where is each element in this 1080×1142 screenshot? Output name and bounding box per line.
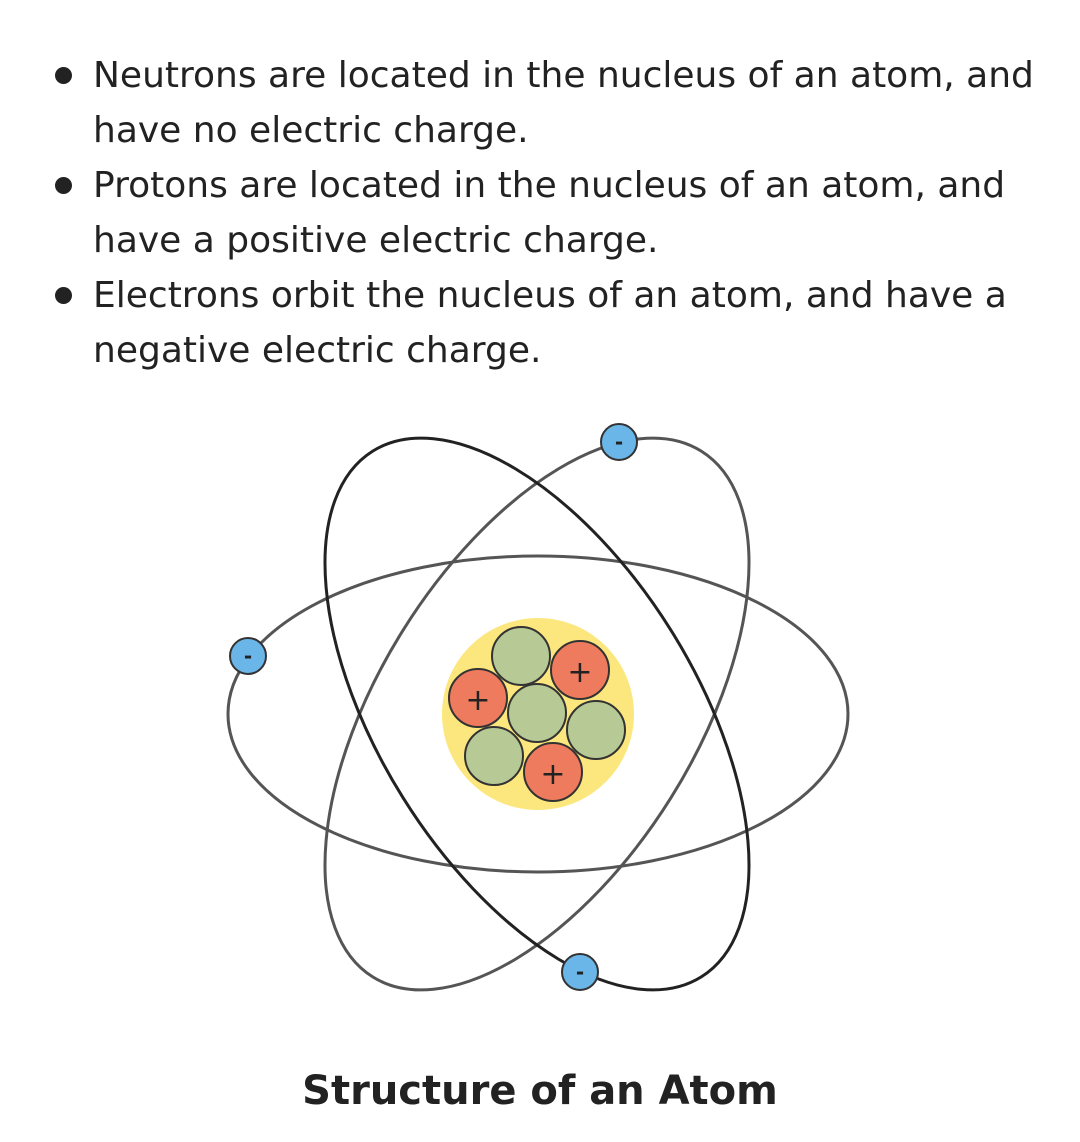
orbit-diagonal-right: [323, 436, 751, 992]
electron: [561, 953, 599, 991]
electron-minus-icon: -: [244, 644, 252, 668]
bullet-dot-icon: [55, 67, 72, 84]
neutron: [491, 626, 551, 686]
bullet-item-electrons: Electrons orbit the nucleus of an atom, …: [55, 268, 1053, 378]
electron-minus-icon: -: [615, 430, 623, 454]
proton-plus-icon: +: [540, 757, 565, 792]
diagram-caption: Structure of an Atom: [302, 1068, 778, 1114]
neutron: [566, 700, 626, 760]
electron: [229, 637, 267, 675]
bullet-item-neutrons: Neutrons are located in the nucleus of a…: [55, 48, 1053, 158]
proton: [523, 742, 583, 802]
proton: [550, 640, 610, 700]
orbit-horizontal: [226, 554, 850, 874]
bullet-text: Protons are located in the nucleus of an…: [93, 165, 1006, 261]
proton-plus-icon: +: [465, 683, 490, 718]
bullet-list: Neutrons are located in the nucleus of a…: [55, 48, 1053, 378]
proton-plus-icon: +: [567, 655, 592, 690]
neutron: [464, 726, 524, 786]
electron: [600, 423, 638, 461]
bullet-text: Electrons orbit the nucleus of an atom, …: [93, 275, 1007, 371]
atom-diagram: + + + - - -: [226, 423, 850, 992]
proton: [448, 668, 508, 728]
electron-minus-icon: -: [576, 960, 584, 984]
bullet-item-protons: Protons are located in the nucleus of an…: [55, 158, 1053, 268]
bullet-text: Neutrons are located in the nucleus of a…: [93, 55, 1034, 151]
neutron: [507, 683, 567, 743]
bullet-dot-icon: [55, 177, 72, 194]
bullet-dot-icon: [55, 287, 72, 304]
orbit-diagonal-left: [323, 436, 751, 992]
